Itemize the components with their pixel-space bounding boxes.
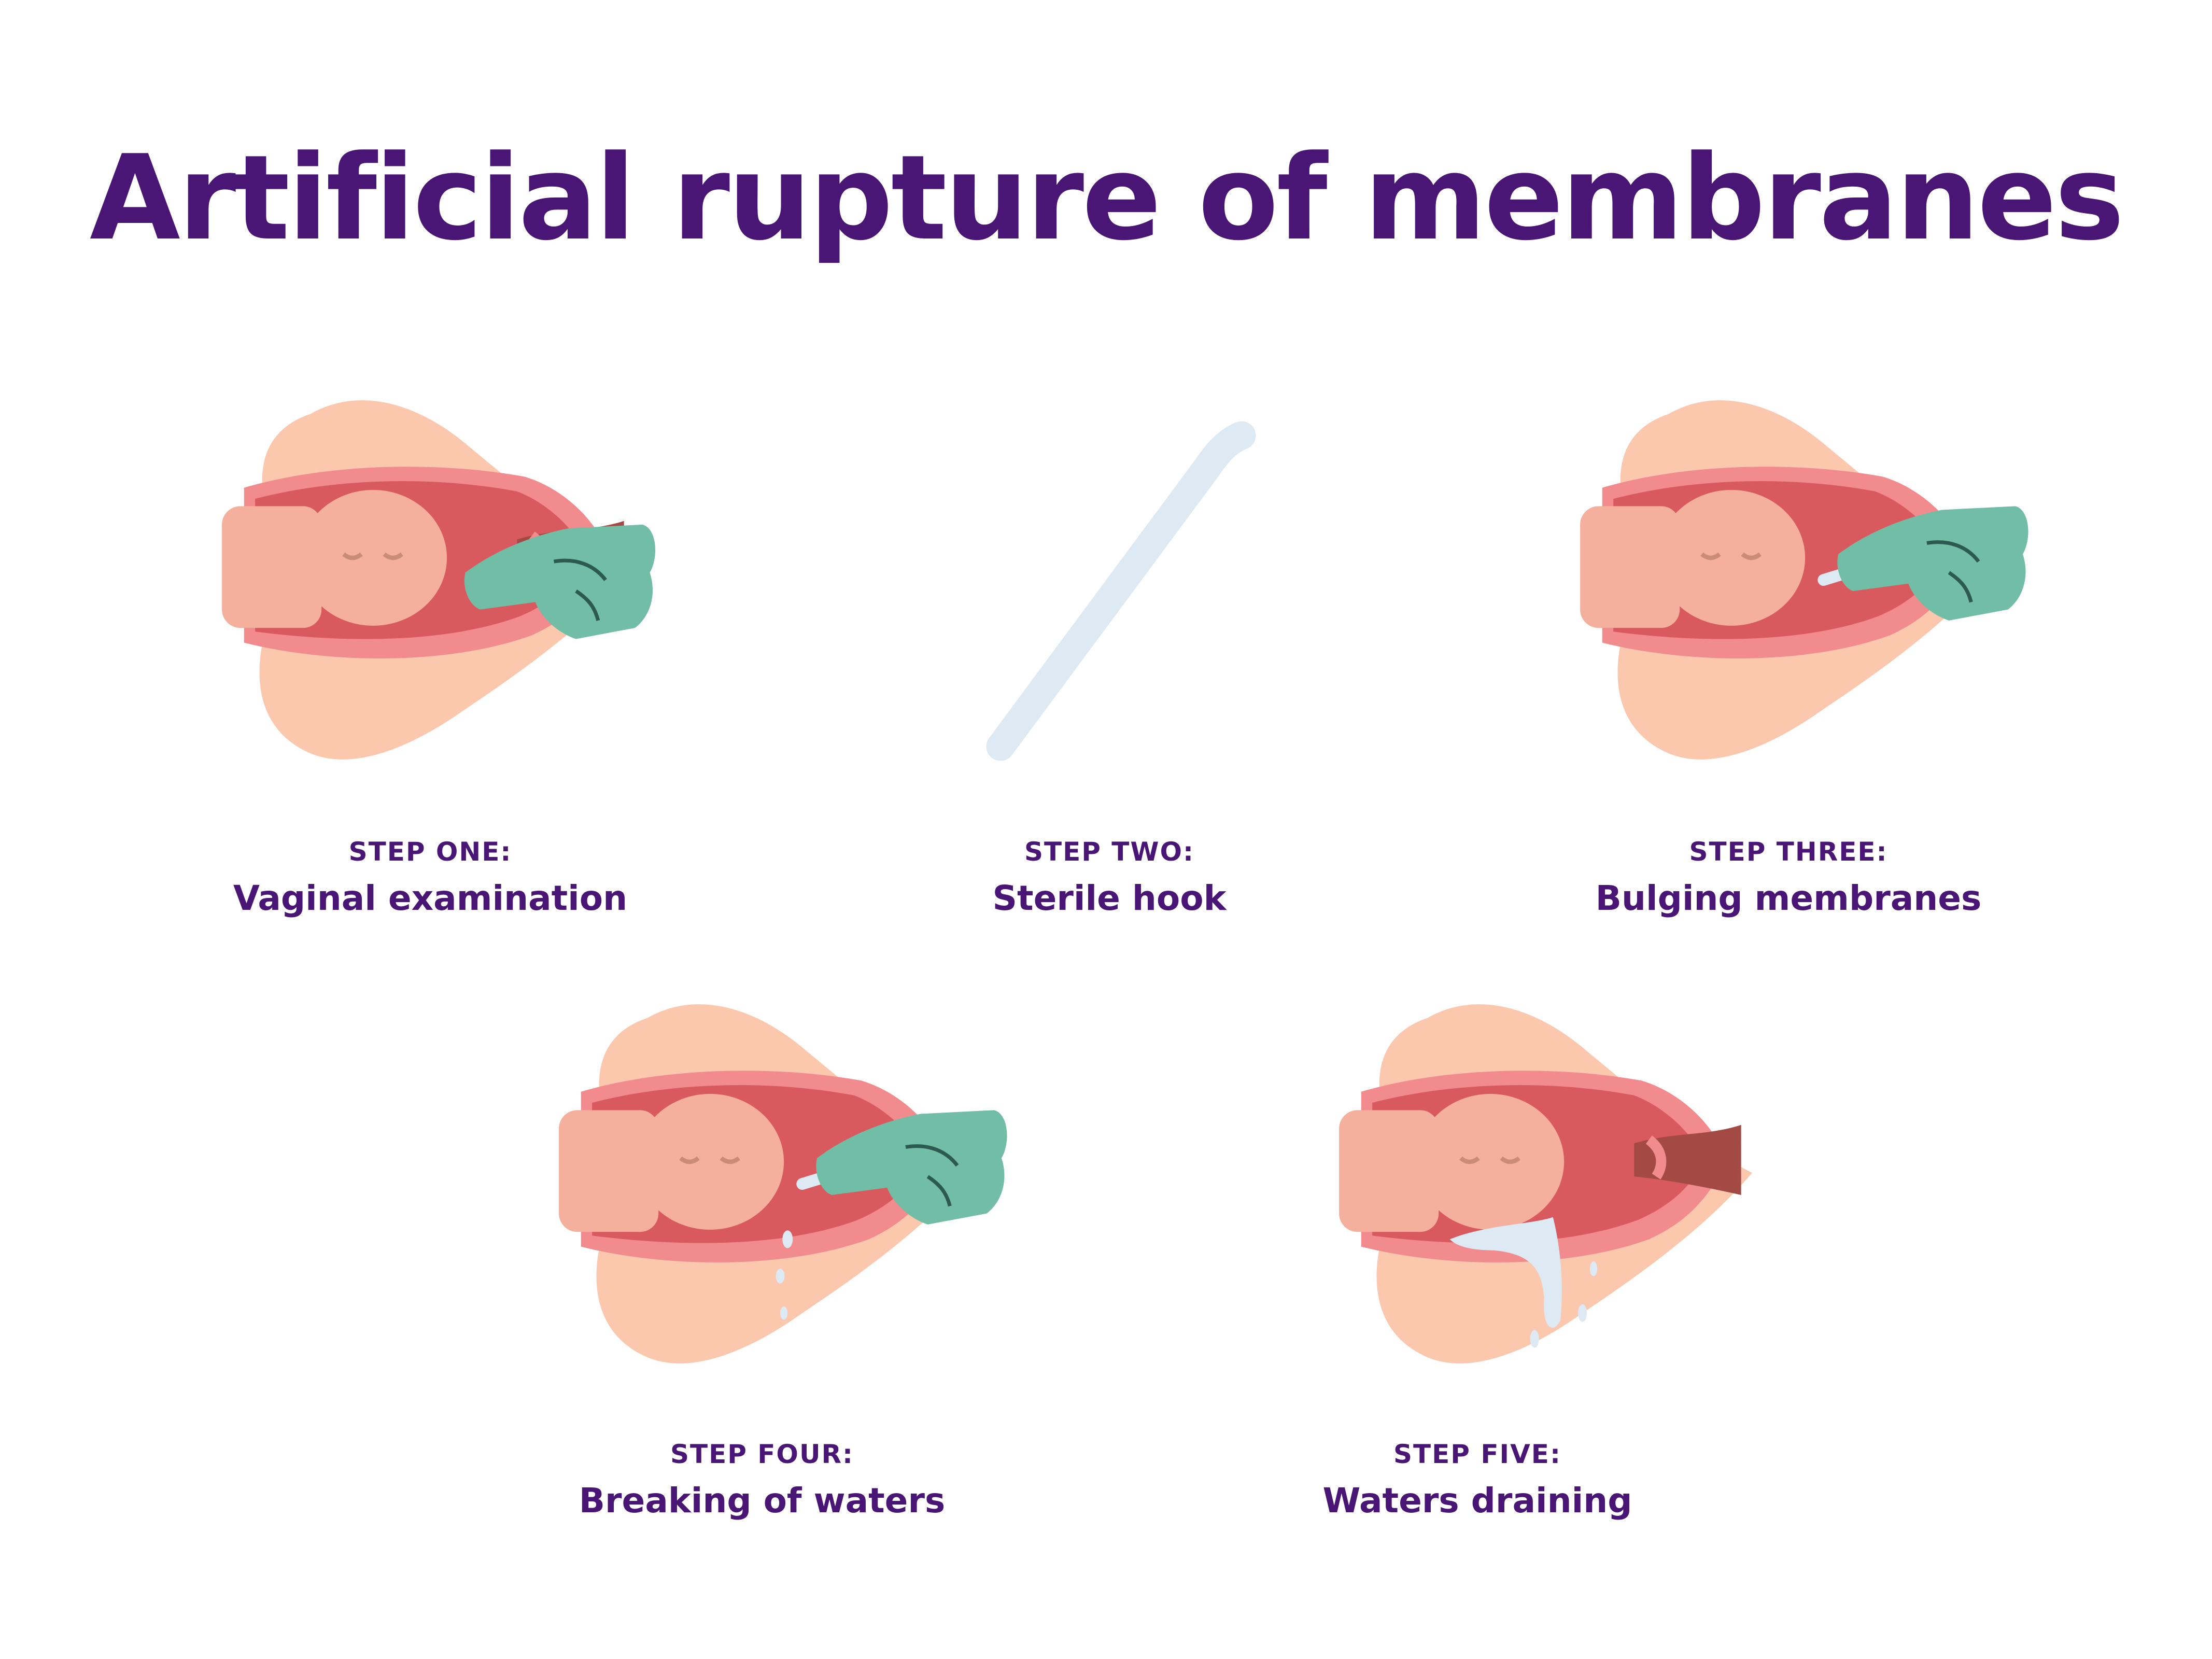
step-five-illustration <box>1301 1003 1820 1387</box>
step-one-caption: STEP ONE: Vaginal examination <box>145 839 715 916</box>
step-two-name: Sterile hook <box>992 878 1227 918</box>
step-four-label: STEP FOUR: <box>670 1439 854 1469</box>
water-drops-icon <box>776 1230 793 1320</box>
step-four-name: Breaking of waters <box>579 1481 946 1521</box>
step-two-label: STEP TWO: <box>1024 837 1195 867</box>
step-four-caption: STEP FOUR: Breaking of waters <box>477 1441 1047 1518</box>
step-two-caption: STEP TWO: Sterile hook <box>824 839 1394 916</box>
step-three-name: Bulging membranes <box>1595 878 1982 918</box>
step-one-name: Vaginal examination <box>233 878 628 918</box>
step-five-label: STEP FIVE: <box>1393 1439 1561 1469</box>
sterile-hook-icon <box>986 421 1256 761</box>
step-one-label: STEP ONE: <box>348 837 512 867</box>
step-three-illustration <box>1542 399 2061 783</box>
water-drops-icon <box>1449 1217 1598 1348</box>
page-title: Artificial rupture of membranes <box>89 130 2124 266</box>
step-five-name: Waters draining <box>1322 1481 1632 1521</box>
step-three-caption: STEP THREE: Bulging membranes <box>1503 839 2074 916</box>
step-four-illustration <box>521 1003 1039 1387</box>
step-three-label: STEP THREE: <box>1689 837 1888 867</box>
step-five-caption: STEP FIVE: Waters draining <box>1192 1441 1763 1518</box>
step-one-illustration <box>184 399 702 783</box>
